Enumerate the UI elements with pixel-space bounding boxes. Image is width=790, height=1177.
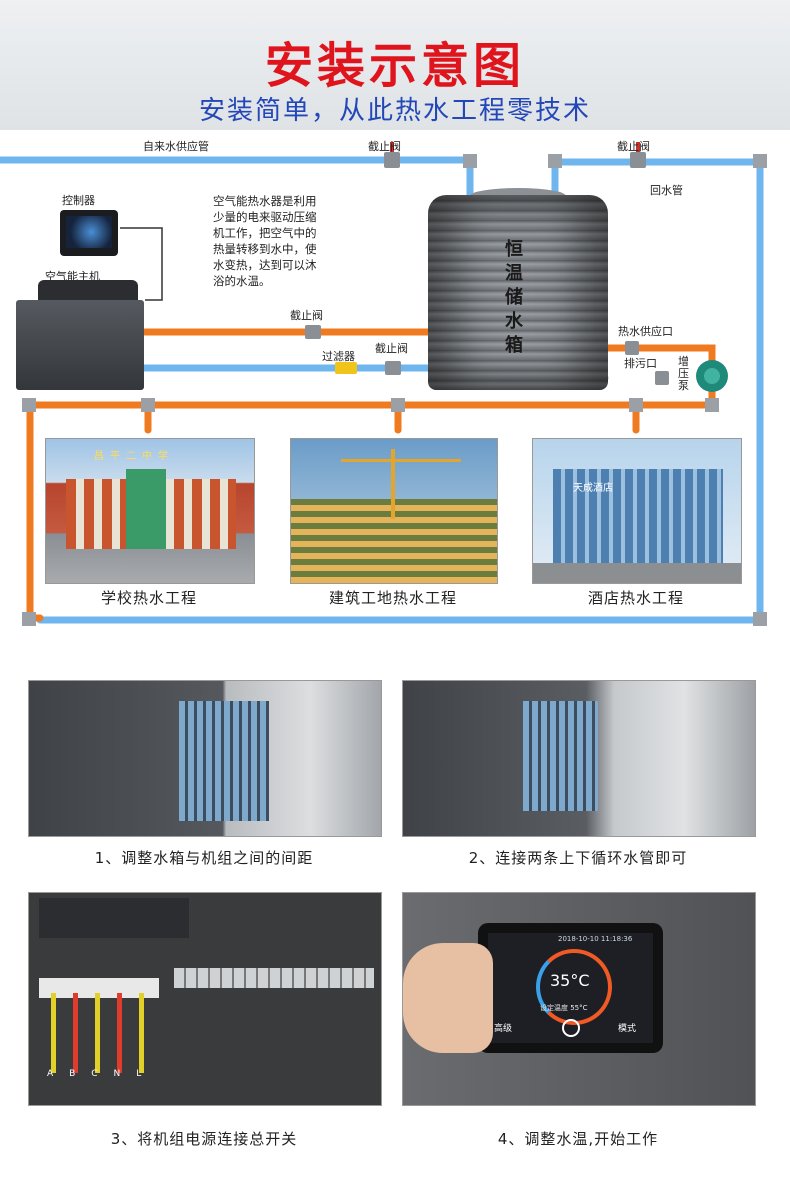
host-label: 空气能主机: [45, 270, 100, 283]
valves: [305, 142, 669, 385]
hot-supply-label: 热水供应口: [618, 325, 673, 338]
step2-photo: [402, 680, 756, 837]
valve-label-low: 截止阀: [375, 342, 408, 355]
header-banner: [0, 0, 790, 130]
filter-label: 过滤器: [322, 350, 355, 363]
return-pipe-label: 回水管: [650, 184, 683, 197]
step3-caption: 3、将机组电源连接总开关: [110, 1130, 298, 1148]
power-icon[interactable]: [562, 1019, 580, 1037]
valve-label-mid: 截止阀: [290, 309, 323, 322]
valve-label-top-left: 截止阀: [368, 140, 401, 153]
school-photo: 昌平二中学: [45, 438, 255, 584]
step4-photo: 2018-10-10 11:18:36 35°C 设定温度 55°C 高级 模式: [402, 892, 756, 1106]
controller-screen: [66, 216, 112, 248]
hotel-photo: 天成酒店: [532, 438, 742, 584]
step1-caption: 1、调整水箱与机组之间的间距: [94, 849, 314, 867]
panel-button-mode[interactable]: 模式: [618, 1024, 637, 1034]
pump-label: 增 压 泵: [678, 355, 689, 392]
panel-screen: 2018-10-10 11:18:36 35°C 设定温度 55°C 高级 模式: [488, 933, 653, 1043]
air-energy-host: [16, 300, 144, 390]
page-subtitle: 安装简单，从此热水工程零技术: [198, 96, 591, 126]
page-title: 安装示意图: [264, 38, 525, 94]
tank-label: 恒 温 储 水 箱: [505, 239, 523, 356]
project-caption-hotel: 酒店热水工程: [587, 589, 684, 607]
water-tank: [428, 195, 608, 390]
step2-caption: 2、连接两条上下循环水管即可: [468, 849, 688, 867]
step1-photo: [28, 680, 382, 837]
step3-photo: ABCNL: [28, 892, 382, 1106]
valve-label-top-right: 截止阀: [617, 140, 650, 153]
panel-frame: 2018-10-10 11:18:36 35°C 设定温度 55°C 高级 模式: [478, 923, 663, 1053]
panel-button-advanced[interactable]: 高级: [494, 1024, 513, 1034]
pipe-network: [0, 142, 767, 626]
hand: [403, 943, 493, 1053]
tap-water-label: 自来水供应管: [143, 140, 209, 153]
description-text: 空气能热水器是利用 少量的电来驱动压缩 机工作，把空气中的 热量转移到水中，使 …: [213, 194, 317, 288]
construction-photo: [290, 438, 498, 584]
project-caption-construction: 建筑工地热水工程: [328, 589, 457, 607]
project-caption-school: 学校热水工程: [100, 589, 197, 607]
controller-label: 控制器: [62, 194, 95, 207]
step4-caption: 4、调整水温,开始工作: [497, 1130, 659, 1148]
drain-label: 排污口: [624, 357, 657, 370]
terminal-letters: ABCNL: [47, 1069, 158, 1079]
